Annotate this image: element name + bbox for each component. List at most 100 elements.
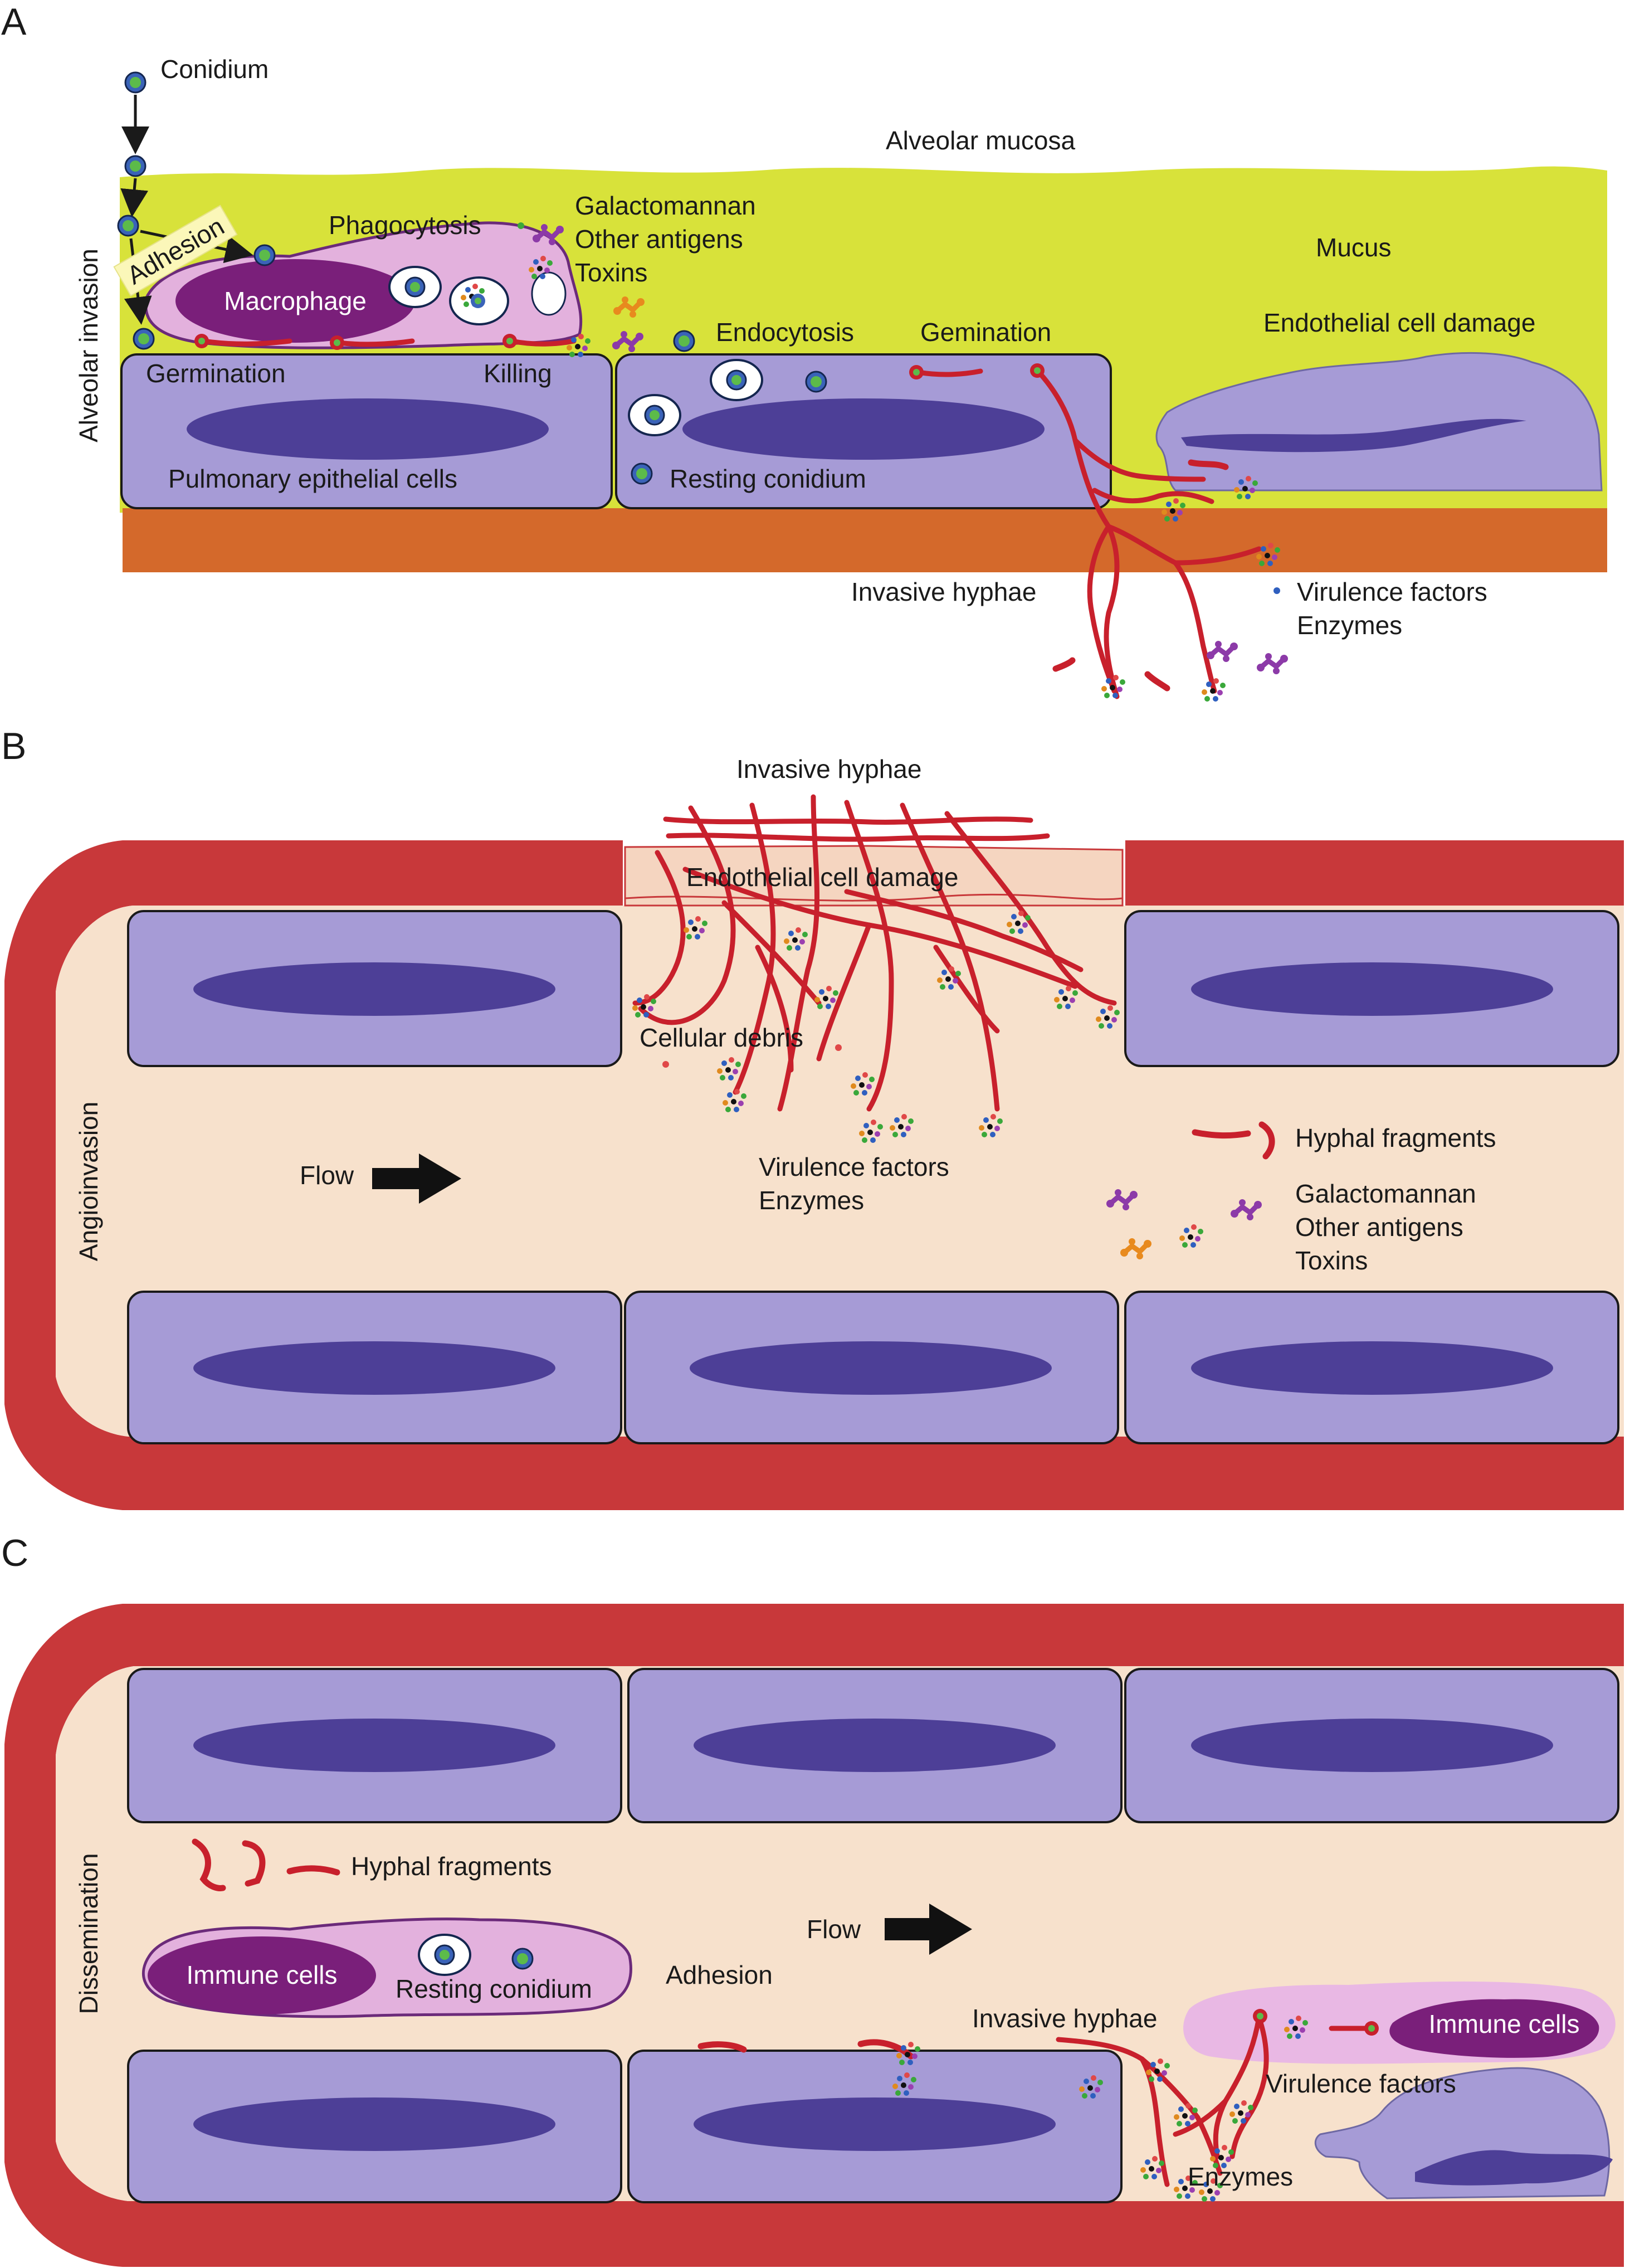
conidium-label: Conidium xyxy=(160,55,269,84)
damaged-endothelial-cell xyxy=(1155,352,1603,491)
dissemination-label: Dissemination xyxy=(74,1853,103,2014)
immune-cell-nucleus xyxy=(1389,1999,1599,2058)
vessel-wall-right xyxy=(1125,840,1624,906)
mucus-label: Mucus xyxy=(1316,233,1391,262)
hyphal-fragment-icon xyxy=(286,1865,340,1876)
endothelial-damage-label: Endothelial cell damage xyxy=(1263,308,1535,337)
gemination-label: Gemination xyxy=(920,318,1051,347)
angioinvasion-label: Angioinvasion xyxy=(74,1102,103,1261)
immune-cells-label: Immune cells xyxy=(187,1960,338,1989)
cellular-debris-label: Cellular debris xyxy=(640,1023,803,1052)
germination-label: Germination xyxy=(146,359,286,388)
vacuole-icon xyxy=(531,271,567,316)
hyphal-fragments-label: Hyphal fragments xyxy=(351,1852,552,1881)
endocytosis-label: Endocytosis xyxy=(716,318,854,347)
conidium-icon xyxy=(124,71,147,94)
nucleus-icon xyxy=(1181,418,1526,452)
conidium-icon xyxy=(133,328,155,350)
invasive-hyphae-label: Invasive hyphae xyxy=(851,577,1036,606)
endocytosed-conidium-icon xyxy=(710,359,763,401)
resting-conidium-icon xyxy=(511,1948,534,1970)
immune-cells-label: Immune cells xyxy=(1429,2009,1580,2038)
toxins-label: Toxins xyxy=(1295,1246,1368,1275)
nucleus-icon xyxy=(193,2097,555,2151)
nucleus-icon xyxy=(694,2097,1056,2151)
flow-label: Flow xyxy=(807,1915,861,1944)
phagocytosed-conidium-icon xyxy=(388,266,442,308)
nucleus-icon xyxy=(1191,1719,1553,1772)
other-antigens-label: Other antigens xyxy=(1295,1213,1463,1242)
immune-cell-nucleus xyxy=(148,1936,376,2014)
germinating-conidium-icon xyxy=(1364,2021,1379,2036)
macrophage-nucleus xyxy=(175,259,415,343)
germ-tube-icon xyxy=(201,338,292,347)
conidium-icon xyxy=(673,330,695,352)
endocytosed-conidium-icon xyxy=(628,394,681,436)
phagolysosome-icon xyxy=(449,276,509,325)
nucleus-icon xyxy=(690,1341,1052,1395)
hyphal-fragment-icon xyxy=(1258,1121,1275,1160)
invasive-hyphae-label: Invasive hyphae xyxy=(972,2004,1157,2033)
germinating-conidium-icon xyxy=(502,334,517,348)
nucleus-icon xyxy=(1191,962,1553,1016)
toxins-label: Toxins xyxy=(575,258,647,287)
molecule-dot-icon xyxy=(662,1061,669,1068)
other-antigens-label: Other antigens xyxy=(575,225,743,254)
resting-conidium-label: Resting conidium xyxy=(670,464,866,493)
flow-arrow-icon xyxy=(372,1154,461,1204)
damage-line xyxy=(624,893,1123,902)
flow-arrow-icon xyxy=(885,1904,972,1955)
enzymes-label: Enzymes xyxy=(759,1186,864,1215)
molecule-cluster-icon xyxy=(1101,675,1125,698)
nucleus-icon xyxy=(1415,2150,1613,2186)
nucleus-icon xyxy=(193,962,555,1016)
panel-a: A Macrophage Conidium xyxy=(1,1,1607,702)
hyphal-fragment-icon xyxy=(1188,459,1229,470)
phagocytosis-label: Phagocytosis xyxy=(329,211,481,240)
antigen-icon xyxy=(1207,641,1238,662)
conidium-icon xyxy=(117,215,139,237)
invasive-hyphae-label: Invasive hyphae xyxy=(736,755,921,783)
galactomannan-label: Galactomannan xyxy=(575,191,756,220)
molecule-cluster-icon xyxy=(1202,678,1226,702)
molecule-dot-icon xyxy=(835,1044,842,1051)
alveolar-mucosa-label: Alveolar mucosa xyxy=(886,126,1075,155)
panel-c: C Hyphal fragments Flow Immune cells Res… xyxy=(1,1532,1624,2267)
panel-c-letter: C xyxy=(1,1532,28,1574)
nucleus-icon xyxy=(187,398,549,460)
resting-conidium-icon xyxy=(631,463,653,485)
enzymes-label: Enzymes xyxy=(1188,2162,1293,2191)
conidium-icon xyxy=(253,244,276,266)
hyphal-fragment-icon xyxy=(242,1840,266,1887)
invasive-hyphae-network xyxy=(1030,363,1262,699)
germinating-conidium-icon xyxy=(909,365,924,379)
panel-a-letter: A xyxy=(1,1,27,43)
alveolar-invasion-label: Alveolar invasion xyxy=(74,249,103,442)
pulmonary-cells-label: Pulmonary epithelial cells xyxy=(168,464,457,493)
germinating-conidium-icon xyxy=(330,335,344,350)
nucleus-icon xyxy=(193,1341,555,1395)
virulence-factors-label: Virulence factors xyxy=(1266,2069,1456,2098)
adhesion-label: Adhesion xyxy=(666,1960,773,1989)
antigen-icon xyxy=(1257,653,1288,674)
macrophage-label: Macrophage xyxy=(224,286,367,315)
hyphal-fragment-icon xyxy=(697,2041,747,2053)
conidium-icon xyxy=(124,155,147,177)
virulence-factors-label: Virulence factors xyxy=(759,1152,949,1181)
nucleus-icon xyxy=(682,398,1045,460)
hyphal-fragments-label: Hyphal fragments xyxy=(1295,1123,1496,1152)
enzymes-label: Enzymes xyxy=(1297,611,1402,640)
hyphal-fragment-icon xyxy=(1192,1129,1251,1139)
arrow-icon xyxy=(120,178,149,217)
nucleus-icon xyxy=(694,1719,1056,1772)
invasive-hyphae-mesh xyxy=(632,794,1117,1112)
resting-conidium-label: Resting conidium xyxy=(396,1974,592,2003)
germ-tube-icon xyxy=(915,368,983,377)
molecule-dot-icon xyxy=(518,222,524,229)
phagocytosed-conidium-icon xyxy=(418,1934,471,1976)
hyphal-fragment-icon xyxy=(192,1838,226,1891)
hyphal-fragment-icon xyxy=(1144,671,1170,692)
flow-label: Flow xyxy=(300,1161,354,1190)
molecule-dot-icon xyxy=(1273,587,1280,594)
